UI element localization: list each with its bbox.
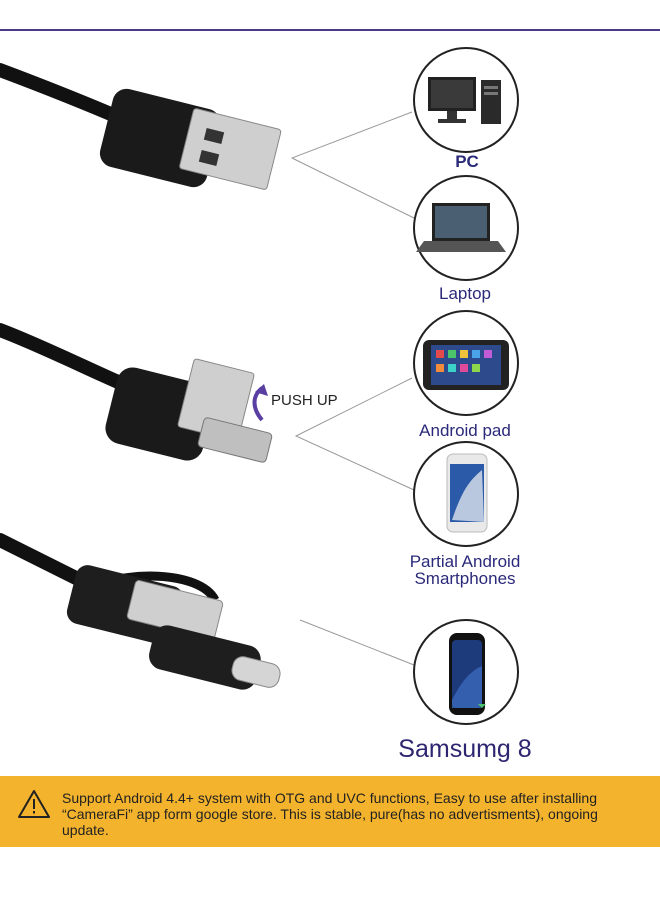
connector-lines bbox=[290, 111, 415, 666]
usb-c-cable bbox=[0, 533, 281, 690]
notice-banner: Support Android 4.4+ system with OTG and… bbox=[0, 776, 660, 847]
samsung-phone-icon bbox=[449, 633, 486, 715]
laptop-label: Laptop bbox=[439, 284, 491, 303]
notice-text: Support Android 4.4+ system with OTG and… bbox=[62, 790, 598, 838]
pc-icon bbox=[428, 77, 501, 124]
warning-icon bbox=[18, 790, 50, 818]
pc-label: PC bbox=[455, 152, 479, 171]
top-divider bbox=[0, 29, 660, 31]
tablet-icon bbox=[423, 340, 509, 390]
samsung-label: Samsumg 8 bbox=[398, 735, 532, 763]
laptop-icon bbox=[416, 203, 506, 252]
connection-illustration bbox=[0, 47, 519, 725]
partial-android-label: Partial Android Smartphones bbox=[409, 552, 521, 588]
android-pad-label: Android pad bbox=[419, 421, 511, 440]
smartphone-icon bbox=[446, 453, 488, 533]
push-up-label: PUSH UP bbox=[271, 392, 338, 409]
usb-a-cable bbox=[0, 63, 282, 190]
otg-cable bbox=[0, 323, 273, 463]
